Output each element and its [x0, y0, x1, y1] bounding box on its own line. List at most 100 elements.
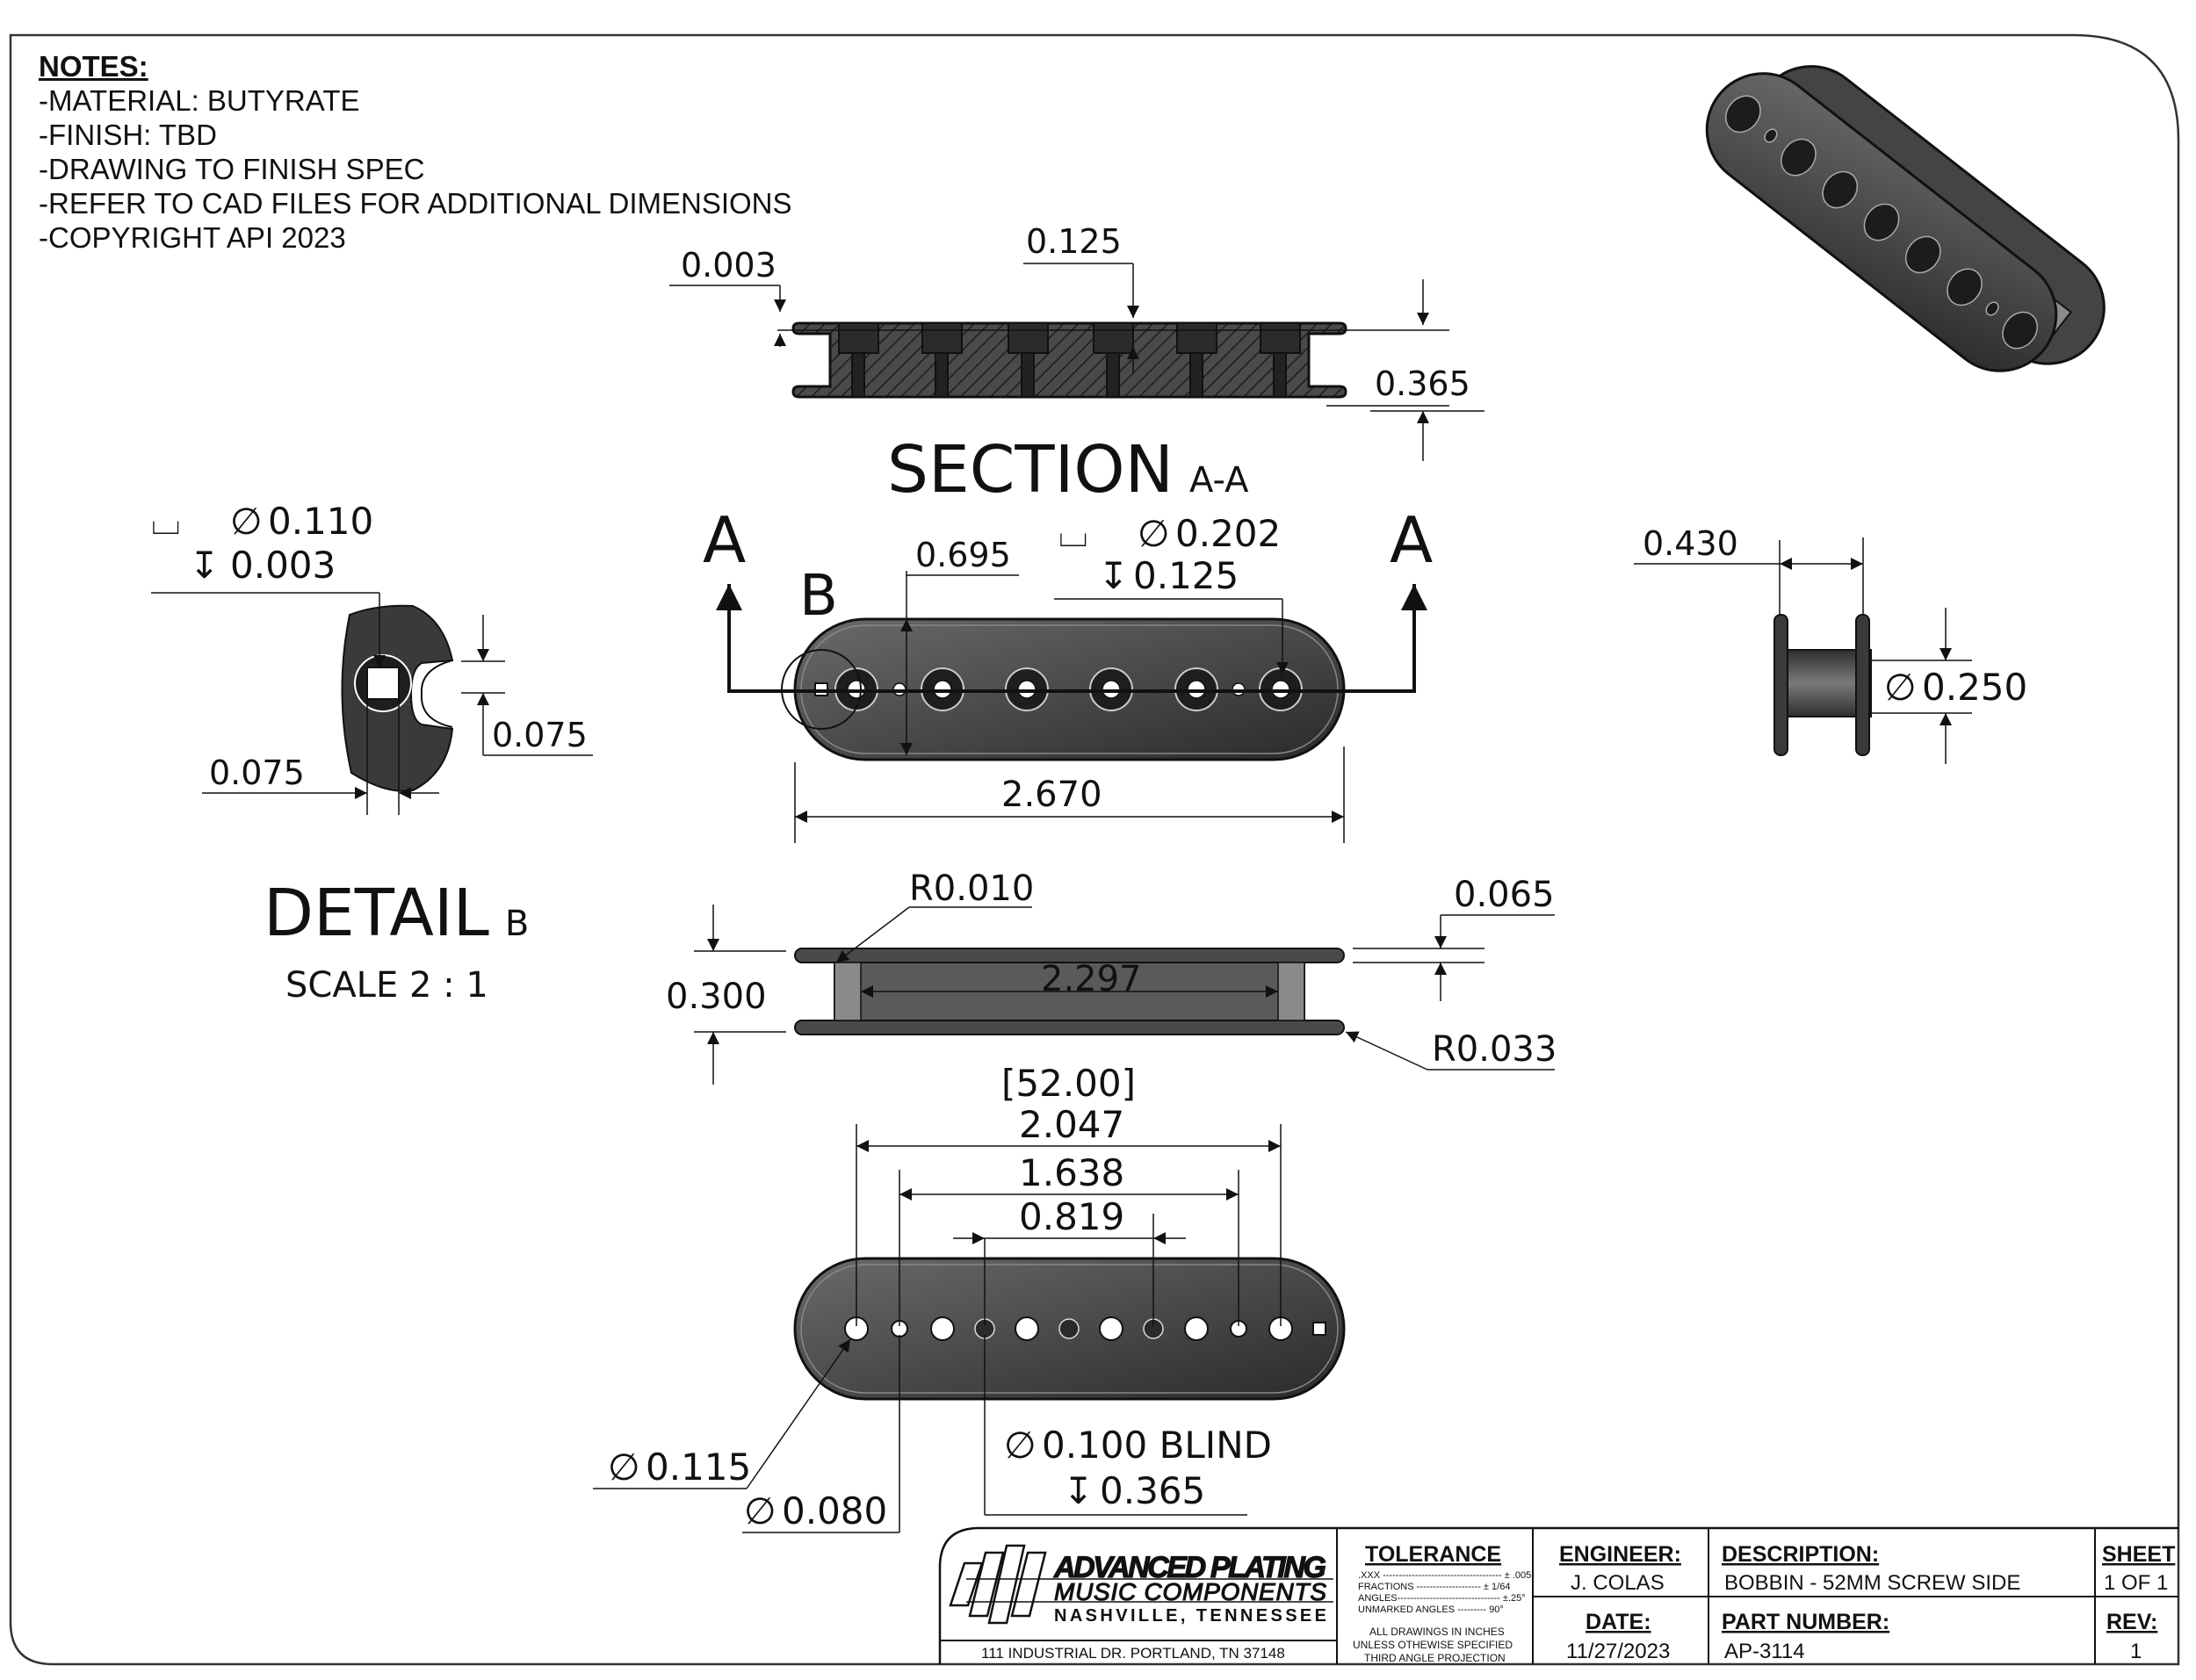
bottom-blind-diameter-symbol: ∅ — [1004, 1424, 1037, 1467]
iso-hole — [1947, 268, 1983, 306]
date-label: DATE: — [1586, 1610, 1651, 1634]
large-hole — [1184, 1316, 1209, 1341]
dim-detail-slot: 0.075 — [492, 716, 588, 754]
note-line: -REFER TO CAD FILES FOR ADDITIONAL DIMEN… — [39, 187, 792, 220]
dim-front-height: 0.300 — [666, 977, 767, 1017]
dim-front-inner: 2.297 — [1041, 959, 1142, 999]
detail-depth-symbol: ↧ — [189, 544, 220, 587]
detail-marker: B — [799, 564, 838, 629]
notes-title: NOTES: — [39, 50, 148, 83]
iso-hole — [1822, 170, 1859, 209]
bottom-view: [52.00] 2.047 1.638 0.819 ∅ 0.115 ∅ 0.08… — [593, 1062, 1346, 1533]
dim-detail-hole-depth: 0.003 — [230, 544, 336, 587]
section-hole — [851, 352, 865, 398]
rev-label: REV: — [2106, 1610, 2157, 1634]
large-hole — [1015, 1316, 1039, 1341]
notes-block: NOTES: -MATERIAL: BUTYRATE -FINISH: TBD … — [39, 49, 792, 255]
tolerance-angles: ANGLES-------------------------------- ±… — [1358, 1593, 1526, 1604]
description-label: DESCRIPTION: — [1722, 1542, 1879, 1567]
cut-marker-right: A — [1390, 503, 1433, 577]
dim-bottom-hole-large: 0.115 — [646, 1446, 751, 1489]
company-logo: ADVANCED PLATING MUSIC COMPONENTS NASHVI… — [949, 1544, 1333, 1626]
iso-view — [1705, 65, 2106, 372]
detail-b-circle — [781, 649, 862, 730]
section-hole — [1021, 352, 1035, 398]
detail-counterbore-symbol: ⌴ — [151, 500, 181, 543]
iso-hole — [1904, 235, 1941, 274]
dim-detail-square: 0.075 — [209, 753, 305, 792]
dim-top-length: 2.670 — [1001, 775, 1102, 815]
dim-bottom-inner: 0.819 — [1019, 1195, 1124, 1238]
sheet-value: 1 OF 1 — [2104, 1571, 2168, 1595]
detail-scale: SCALE 2 : 1 — [285, 965, 488, 1006]
company-address: 111 INDUSTRIAL DR. PORTLAND, TN 37148 — [981, 1645, 1285, 1662]
part-number-value: AP-3114 — [1724, 1640, 1805, 1663]
iso-hole — [1985, 301, 1999, 316]
tolerance-xxx: .XXX -----------------------------------… — [1358, 1570, 1531, 1581]
section-pocket — [1260, 322, 1301, 354]
part-number-label: PART NUMBER: — [1722, 1610, 1889, 1634]
side-view: 0.430 ∅ 0.250 — [1634, 524, 2027, 764]
units-note-1: ALL DRAWINGS IN INCHES — [1369, 1626, 1505, 1638]
top-counterbore-symbol: ⌴ — [1058, 512, 1088, 555]
units-note-2: UNLESS OTHEWISE SPECIFIED — [1353, 1639, 1513, 1651]
dim-front-radius-bottom: R0.033 — [1432, 1029, 1557, 1070]
section-pocket — [921, 322, 963, 354]
cut-marker-left: A — [703, 503, 746, 577]
note-line: -FINISH: TBD — [39, 119, 217, 151]
iso-hole — [1764, 128, 1778, 143]
section-hole — [1273, 352, 1287, 398]
engineer-name: J. COLAS — [1571, 1571, 1665, 1595]
blind-hole — [1058, 1318, 1080, 1339]
bottom-small-diameter-symbol: ∅ — [744, 1489, 777, 1532]
bottom-large-diameter-symbol: ∅ — [608, 1446, 640, 1489]
sheet-border — [9, 33, 2180, 1666]
dim-section-height: 0.365 — [1375, 364, 1470, 403]
square-hole — [1312, 1322, 1326, 1336]
note-line: -DRAWING TO FINISH SPEC — [39, 153, 425, 185]
company-city: NASHVILLE, TENNESSEE — [1054, 1606, 1326, 1626]
sheet-label: SHEET — [2102, 1542, 2175, 1567]
dim-section-offset: 0.003 — [681, 246, 777, 285]
section-hole — [1106, 352, 1120, 398]
dim-top-hole-dia: 0.202 — [1175, 512, 1281, 555]
tolerance-fractions: FRACTIONS -------------------- ± 1/64 — [1358, 1582, 1510, 1592]
dim-front-flange: 0.065 — [1454, 875, 1555, 915]
note-line: -MATERIAL: BUTYRATE — [39, 84, 360, 117]
section-pocket — [1093, 322, 1134, 354]
dim-bottom-outer: 2.047 — [1019, 1103, 1124, 1146]
company-name-line1: ADVANCED PLATING — [1053, 1551, 1326, 1584]
company-name-line2: MUSIC COMPONENTS — [1054, 1578, 1326, 1605]
date-value: 11/27/2023 — [1566, 1640, 1670, 1663]
section-pocket — [838, 322, 879, 354]
section-pocket — [1008, 322, 1049, 354]
detail-diameter-symbol: ∅ — [230, 500, 263, 543]
dim-bottom-blind-depth: 0.365 — [1100, 1469, 1205, 1512]
bottom-blind-depth-symbol: ↧ — [1063, 1469, 1094, 1512]
section-hole — [935, 352, 949, 398]
dim-bottom-metric: [52.00] — [1001, 1062, 1136, 1105]
engineer-label: ENGINEER: — [1559, 1542, 1681, 1567]
section-pocket — [1176, 322, 1217, 354]
dim-section-slot: 0.125 — [1026, 222, 1122, 261]
title-block: ADVANCED PLATING MUSIC COMPONENTS NASHVI… — [938, 1526, 2178, 1664]
dim-side-core-dia: 0.250 — [1922, 666, 2027, 709]
dim-detail-hole-dia: 0.110 — [268, 500, 373, 543]
dim-top-width: 0.695 — [915, 536, 1011, 574]
side-diameter-symbol: ∅ — [1884, 666, 1917, 709]
iso-hole — [1863, 203, 1900, 242]
dim-bottom-hole-small: 0.080 — [782, 1489, 887, 1532]
dim-bottom-mid: 1.638 — [1019, 1151, 1124, 1194]
iso-hole — [1781, 138, 1817, 177]
note-line: -COPYRIGHT API 2023 — [39, 221, 346, 254]
dim-front-radius-top: R0.010 — [909, 869, 1034, 909]
description-value: BOBBIN - 52MM SCREW SIDE — [1724, 1571, 2020, 1595]
large-hole — [1099, 1316, 1123, 1341]
projection-note: THIRD ANGLE PROJECTION — [1364, 1652, 1506, 1664]
top-depth-symbol: ↧ — [1098, 554, 1129, 597]
